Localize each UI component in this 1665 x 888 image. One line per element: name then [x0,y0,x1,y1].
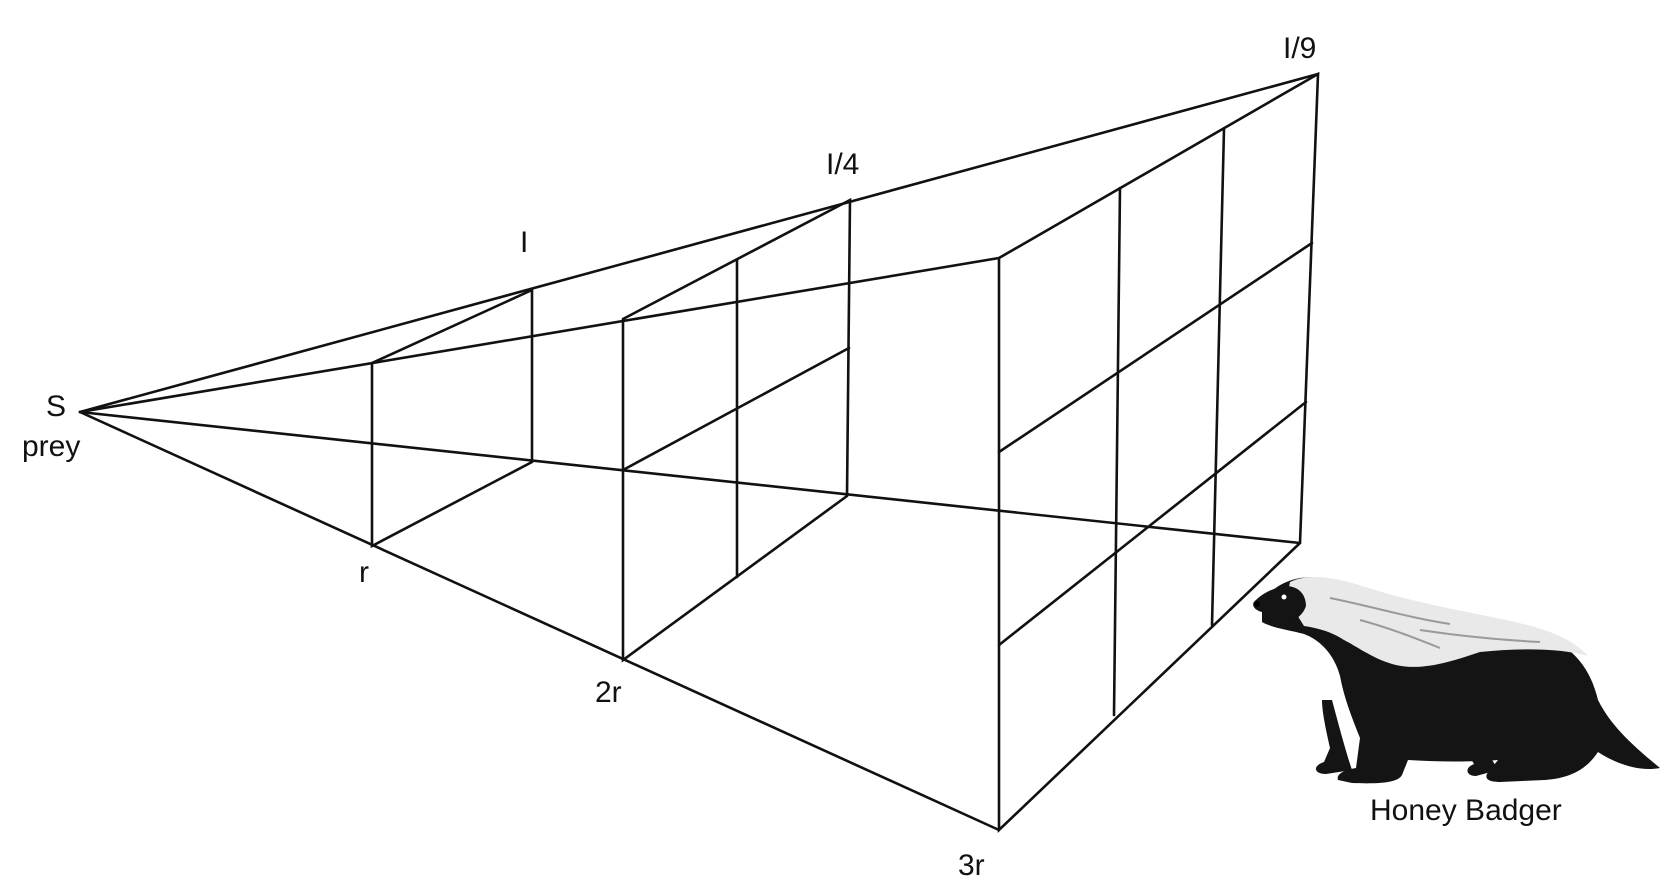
badger-head [1253,586,1306,624]
honey-badger-illustration: Honey Badger [1253,576,1660,827]
distance-label-3r: 3r [958,849,985,882]
badger-nose [1254,601,1260,607]
ray-right [78,256,1001,414]
frame-r-border [370,287,534,549]
distance-label-r: r [359,556,369,589]
source-label: S [46,390,66,423]
badger-eye [1281,594,1287,600]
labels: S prey r 2r 3r I I/4 I/9 [22,32,1316,882]
animal-caption: Honey Badger [1370,794,1562,827]
intensity-label-I: I [520,226,528,259]
projection-rays [78,72,1320,832]
frame-2r-divider-horizontal [621,346,851,472]
frame-3r-border [997,71,1320,834]
frame-3r-divider-vertical-2 [1210,127,1226,627]
frame-r [370,287,534,549]
badger-front-leg [1315,700,1352,774]
badger-hind-leg [1462,720,1498,776]
frame-3r-divider-vertical-1 [1112,186,1122,717]
distance-label-2r: 2r [595,676,622,709]
ray-top [78,72,1320,414]
ray-back [78,410,1302,545]
badger-fur-shading [1329,597,1541,649]
intensity-label-I-over-9: I/9 [1283,32,1316,65]
ray-bottom [78,410,1001,832]
frame-3r-divider-horizontal-1 [997,241,1314,454]
frame-3r [997,71,1320,834]
intensity-label-I-over-4: I/4 [826,148,859,181]
source-sublabel: prey [22,430,80,463]
frame-3r-divider-horizontal-2 [997,400,1308,647]
frame-2r-border [621,197,852,663]
frame-2r [621,197,852,663]
